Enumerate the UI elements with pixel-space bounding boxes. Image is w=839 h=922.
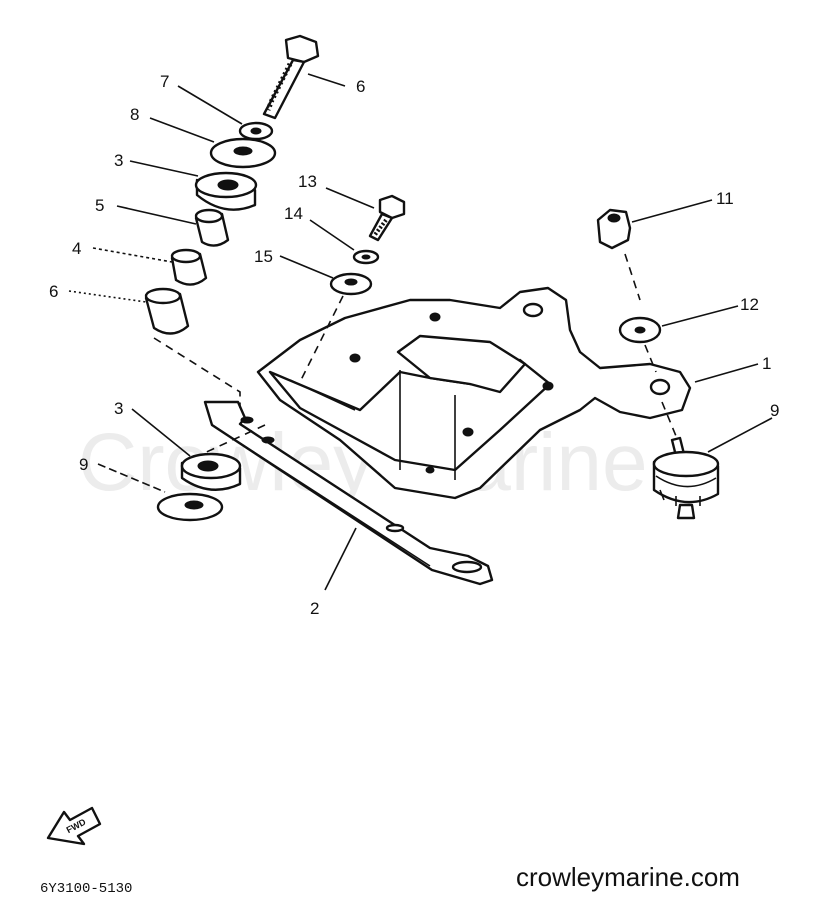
- callout-12: 12: [740, 295, 759, 314]
- part-10-damper: [652, 436, 720, 520]
- callout-3-upper: 3: [114, 151, 123, 170]
- callout-7: 6: [356, 77, 365, 96]
- callout-9-lower: 9: [79, 455, 88, 474]
- part-7-bolt: [262, 34, 320, 120]
- part-5-collar: [194, 208, 230, 247]
- callout-3-lower: 3: [114, 399, 123, 418]
- part-6-sleeve: [144, 287, 190, 335]
- part-2-strip: [203, 400, 494, 586]
- callout-1: 1: [762, 354, 771, 373]
- callout-2: 2: [310, 599, 319, 618]
- callout-15: 15: [254, 247, 273, 266]
- callout-9-upper: 8: [130, 105, 139, 124]
- site-name: crowleymarine.com: [516, 862, 740, 892]
- part-11-nut: [596, 208, 632, 250]
- callout-10: 9: [770, 401, 779, 420]
- callout-5: 5: [95, 196, 104, 215]
- fwd-arrow-icon: FWD: [46, 806, 102, 846]
- callout-6: 6: [49, 282, 58, 301]
- part-4-collar: [170, 248, 208, 286]
- part-3-mount-upper: [194, 171, 258, 211]
- callout-13: 13: [298, 172, 317, 191]
- callout-4: 4: [72, 239, 81, 258]
- part-1-bracket: [256, 286, 692, 500]
- part-3-mount-lower: [180, 452, 242, 491]
- drawing-code: 6Y3100-5130: [40, 881, 132, 897]
- callout-8: 7: [160, 72, 169, 91]
- callout-11: 11: [716, 189, 734, 208]
- part-13-bolt: [368, 194, 406, 242]
- callout-14: 14: [284, 204, 303, 223]
